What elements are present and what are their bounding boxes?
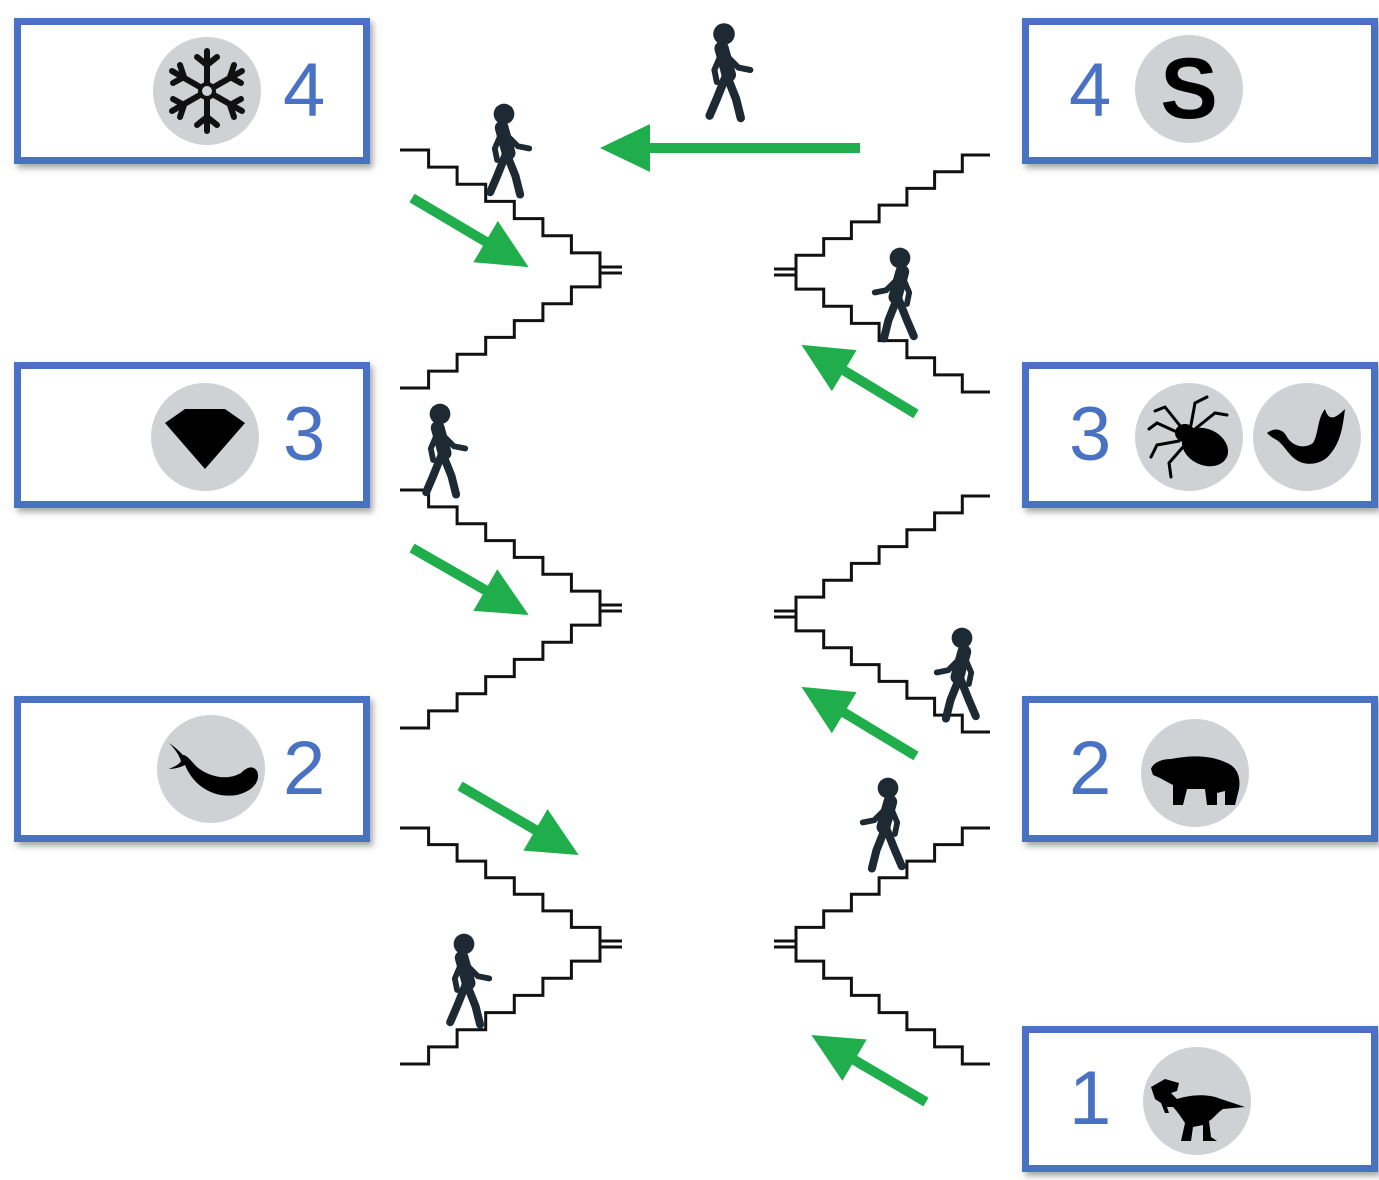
snowflake-icon [153, 37, 261, 145]
person-icon [446, 933, 493, 1029]
arrow-head [801, 344, 857, 392]
person-icon [859, 777, 906, 873]
stair-flight-left [400, 270, 602, 390]
s-logo-glyph: S [1160, 41, 1218, 137]
level-box-left-3: 3 [14, 362, 370, 508]
dinosaur-icon [1143, 1047, 1251, 1155]
whale-icon [157, 715, 265, 823]
staircases [400, 148, 990, 1066]
level-number: 4 [283, 48, 326, 133]
arrow-head [811, 1034, 867, 1081]
stair-flight-left [400, 488, 602, 608]
level-box-right-3: 3 [1022, 362, 1378, 508]
stair-flight-left [400, 826, 602, 944]
s-logo-icon: S [1135, 35, 1243, 143]
person-icon [871, 247, 918, 343]
stair-flight-right [794, 272, 990, 394]
spider-icon [1135, 383, 1243, 491]
level-box-right-2: 2 [1022, 696, 1378, 842]
swan-icon [1253, 383, 1361, 491]
level-number: 3 [283, 392, 326, 477]
walking-people [422, 23, 980, 1029]
arrow-head [801, 686, 857, 734]
stair-flight-right [794, 826, 990, 944]
stair-flight-right [794, 494, 990, 614]
level-number: 1 [1069, 1056, 1112, 1141]
stair-flight-right [794, 153, 990, 272]
diamond-icon [151, 383, 259, 491]
level-box-left-2: 2 [14, 696, 370, 842]
person-icon [486, 103, 533, 199]
green-arrows [409, 124, 929, 1107]
level-box-right-1: 1 [1022, 1026, 1378, 1172]
person-icon [933, 627, 980, 723]
level-number: 2 [1069, 726, 1112, 811]
level-number: 3 [1069, 392, 1112, 477]
arrow-head [600, 124, 650, 172]
polar-bear-icon [1141, 719, 1249, 827]
person-icon [705, 23, 754, 123]
arrow-head [473, 569, 529, 615]
level-number: 2 [283, 726, 326, 811]
stair-flight-left [400, 148, 602, 270]
stair-flight-right [794, 614, 990, 734]
arrow-head [523, 809, 579, 856]
stair-flight-right [794, 944, 990, 1066]
level-box-left-4: 4 [14, 18, 370, 164]
level-number: 4 [1069, 48, 1112, 133]
person-icon [422, 403, 469, 499]
level-box-right-4: 4 S [1022, 18, 1378, 164]
arrow-head [473, 220, 529, 268]
stair-flight-left [400, 608, 602, 730]
stair-flight-left [400, 944, 602, 1066]
